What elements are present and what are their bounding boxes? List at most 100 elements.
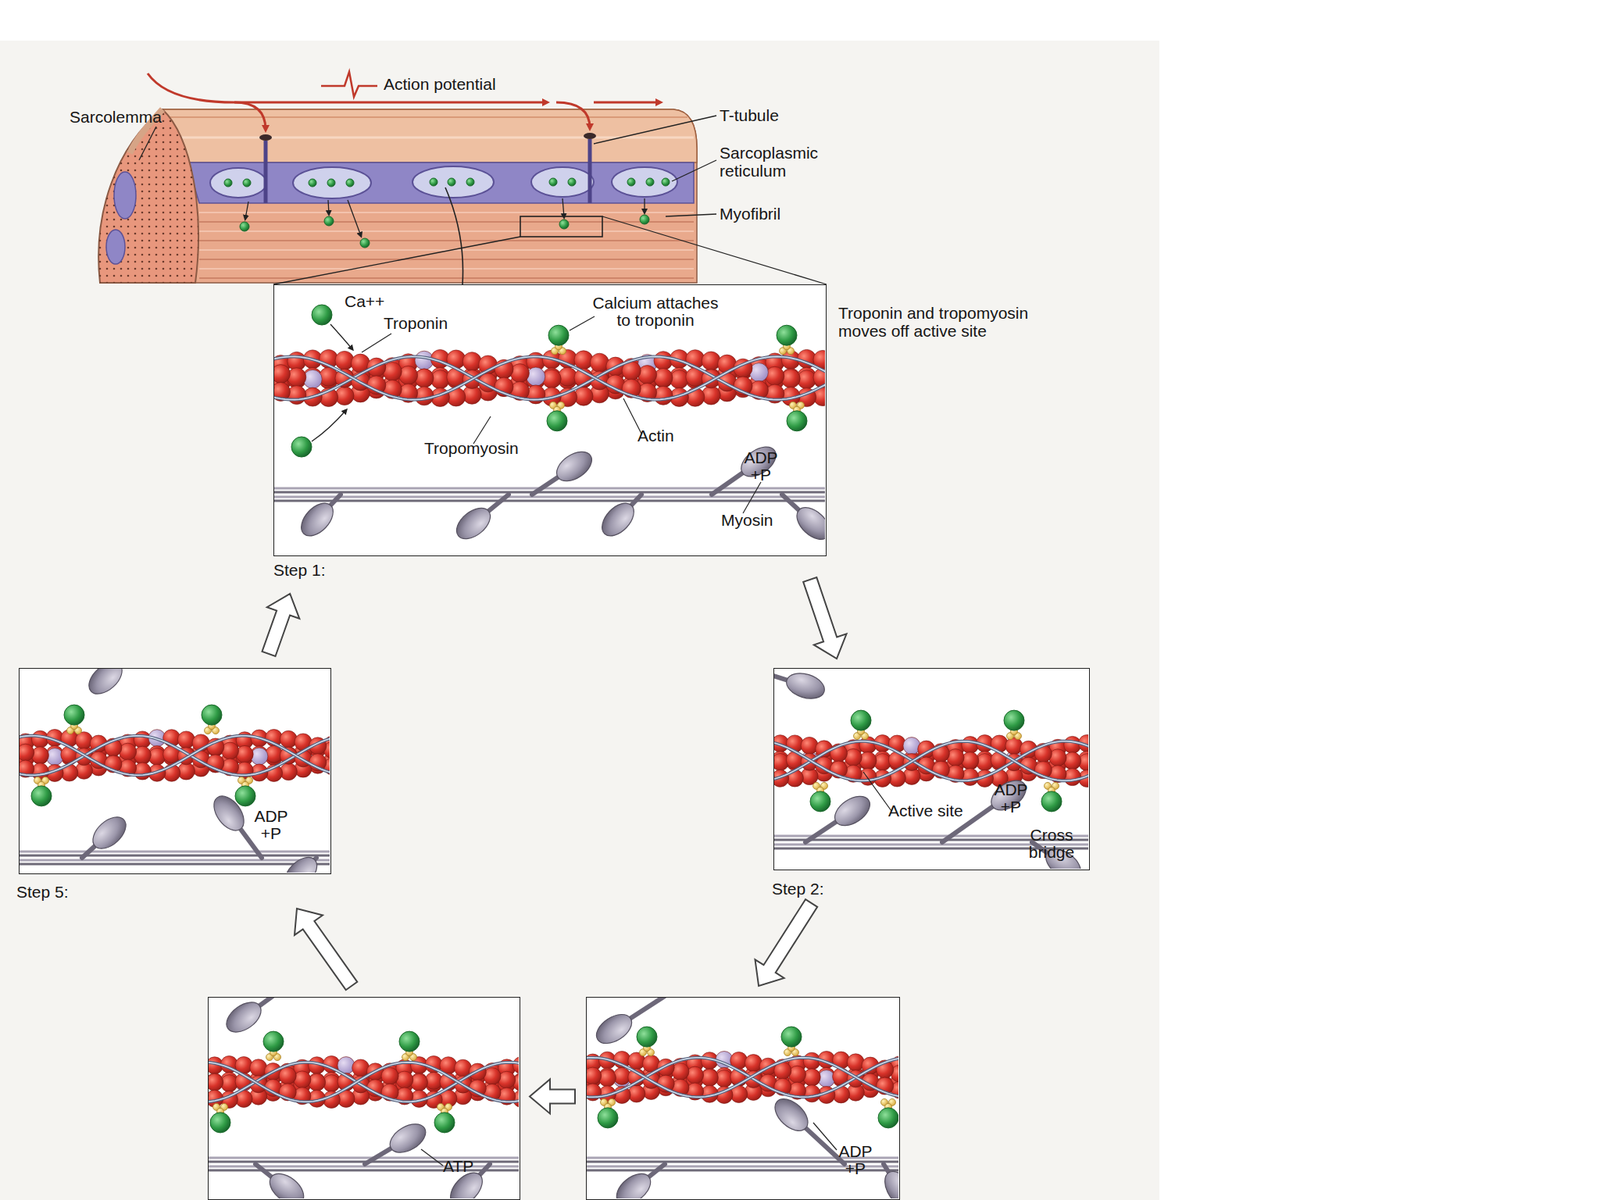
- calcium-ion: [311, 304, 333, 325]
- actin-bead: [381, 1067, 399, 1085]
- actin-bead: [542, 369, 561, 389]
- movement-arrow: [311, 410, 347, 442]
- myosin-head: [295, 497, 340, 543]
- cycle-arrow: [803, 577, 847, 659]
- panel-art: [208, 997, 519, 1199]
- actin-bead: [1049, 749, 1067, 767]
- actin-bead: [221, 742, 240, 760]
- actin-bead: [512, 1057, 519, 1075]
- actin-bead: [287, 367, 307, 387]
- actin-bead: [961, 752, 979, 770]
- actin-bead: [800, 736, 818, 754]
- actin-bead: [208, 1073, 224, 1091]
- calcium-ion: [810, 791, 831, 812]
- active-site-bead: [903, 737, 921, 755]
- tropomyosin-strand: [274, 356, 825, 400]
- actin-bead: [208, 1073, 224, 1091]
- actin-bead: [653, 385, 673, 405]
- leader-line: [742, 482, 761, 514]
- calcium-ion: [434, 1112, 455, 1133]
- calcium-ion: [548, 325, 569, 346]
- myosin-head: [610, 1167, 657, 1199]
- calcium-ion: [1003, 710, 1025, 731]
- tropomyosin-strand: [208, 1062, 519, 1103]
- panel-art: [274, 304, 825, 546]
- myosin-head: [985, 774, 1032, 816]
- molecule-label: ADP +P: [990, 781, 1032, 816]
- myosin-head: [82, 668, 128, 700]
- myosin-head: [86, 810, 132, 855]
- actin-bead: [1064, 768, 1082, 786]
- actin-bead: [396, 1071, 414, 1089]
- myosin-head: [551, 446, 597, 488]
- calcium-ion: [850, 710, 872, 731]
- movement-arrow: [330, 324, 353, 350]
- tropomyosin-strand: [208, 1062, 519, 1103]
- cycle-arrow: [755, 899, 818, 986]
- myosin-filament: [274, 500, 825, 503]
- cycle-arrow: [529, 1078, 575, 1114]
- actin-bead: [414, 368, 434, 388]
- calcium-ion: [781, 1026, 802, 1047]
- panel-art: [586, 997, 899, 1199]
- actin-bead: [586, 1067, 602, 1085]
- calcium-ion: [1041, 791, 1062, 812]
- page-background: [0, 40, 1160, 1200]
- calcium-ion: [546, 410, 568, 432]
- panel-art: [774, 668, 1089, 869]
- tropomyosin-strand: [19, 735, 330, 776]
- part-label: T-tubule: [719, 106, 779, 125]
- myosin-head: [878, 1166, 899, 1199]
- actin-bead: [859, 767, 877, 786]
- actin-bead: [177, 731, 195, 749]
- tropomyosin-strand: [19, 735, 330, 776]
- tropomyosin-strand: [774, 741, 1089, 782]
- part-label: Cross bridge: [1018, 826, 1085, 861]
- cycle-arrow: [262, 593, 300, 657]
- actin-bead: [274, 364, 290, 384]
- step-panel: Step 2:Active siteADP +PCross bridge: [773, 667, 1090, 871]
- myosin-head: [783, 668, 829, 704]
- note-label: Calcium attaches to troponin: [588, 294, 723, 329]
- calcium-ion: [291, 436, 312, 458]
- tropomyosin-strand: [19, 735, 330, 776]
- myosin-head: [790, 501, 825, 546]
- signal-label: Action potential: [383, 75, 497, 93]
- part-label: Actin: [637, 427, 675, 445]
- tropomyosin-strand: [774, 741, 1089, 782]
- actin-bead: [700, 1068, 718, 1086]
- myosin-head: [221, 997, 267, 1039]
- calcium-ion: [201, 704, 222, 725]
- tropomyosin-strand: [19, 735, 330, 776]
- actin-bead: [31, 746, 49, 765]
- myosin-head: [207, 790, 250, 836]
- tropomyosin-strand: [586, 1057, 899, 1098]
- tropomyosin-strand: [586, 1057, 899, 1098]
- leader-line: [421, 1149, 443, 1166]
- myosin-filament: [274, 491, 825, 494]
- actin-bead: [308, 1073, 326, 1091]
- myosin-head: [768, 1092, 814, 1137]
- myosin-filament: [19, 863, 330, 866]
- calcium-ion: [235, 785, 256, 807]
- myosin-head: [829, 790, 875, 833]
- leader-line: [813, 1122, 837, 1150]
- actin-bead: [803, 1068, 821, 1086]
- actin-bead: [293, 1071, 311, 1089]
- step-panel: Step 1:Ca++TroponinCalcium attaches to t…: [273, 284, 827, 557]
- panel-illustration: [19, 668, 330, 873]
- actin-bead: [961, 752, 979, 770]
- part-label: Tropomyosin: [424, 439, 519, 458]
- actin-bead: [803, 1068, 821, 1086]
- tropomyosin-strand: [274, 356, 825, 400]
- actin-bead: [133, 762, 151, 780]
- actin-bead: [31, 746, 49, 765]
- actin-bead: [287, 385, 307, 405]
- part-label: Sarcoplasmic reticulum: [719, 143, 837, 180]
- calcium-ion: [31, 785, 52, 807]
- actin-bead: [119, 742, 137, 761]
- myosin-filament: [274, 487, 825, 490]
- myosin-head: [278, 851, 324, 873]
- part-label: Troponin: [383, 314, 448, 333]
